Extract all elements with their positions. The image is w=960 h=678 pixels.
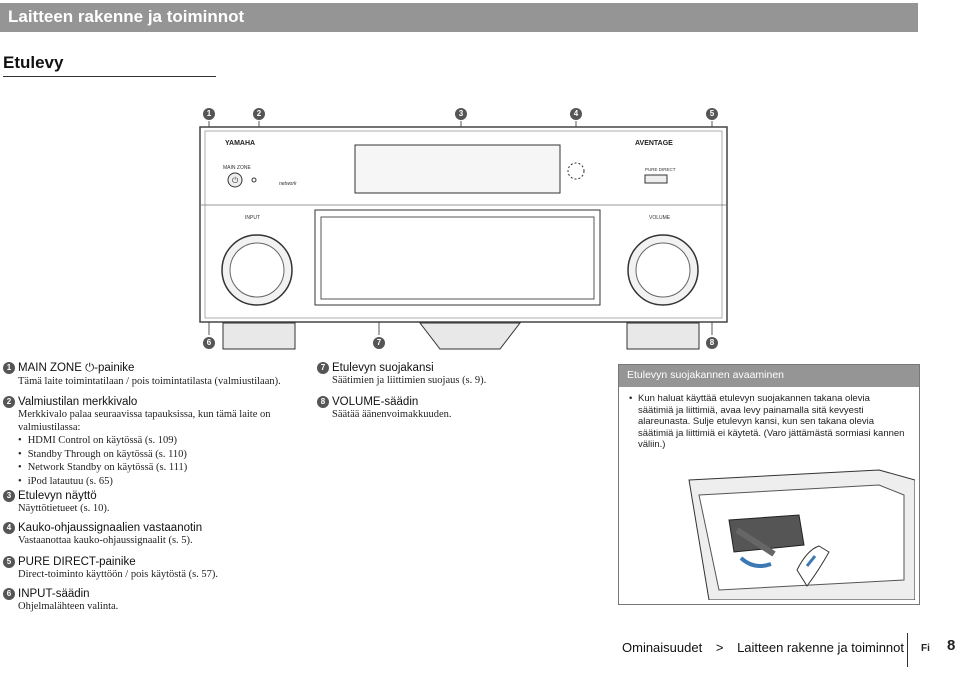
front-panel-diagram: ⏻ YAMAHA AVENTAGE MAIN ZONE network PURE… xyxy=(199,121,728,350)
pure-direct-label: PURE DIRECT xyxy=(645,167,676,172)
callout-2: 2 xyxy=(253,108,265,120)
info-box-title: Etulevyn suojakannen avaaminen xyxy=(627,369,785,381)
breadcrumb-features-link[interactable]: Ominaisuudet xyxy=(622,640,703,655)
item-desc: Tämä laite toimintatilaan / pois toimint… xyxy=(18,376,281,388)
item-title: MAIN ZONE ⏻-painike xyxy=(18,362,135,375)
callout-3: 3 xyxy=(455,108,467,120)
brand-logo: YAMAHA xyxy=(225,140,255,147)
breadcrumb-current[interactable]: Laitteen rakenne ja toiminnot xyxy=(737,640,905,655)
callout-1: 1 xyxy=(203,108,215,120)
section-title: Etulevy xyxy=(3,53,64,72)
callout-4: 4 xyxy=(570,108,582,120)
volume-label: VOLUME xyxy=(649,215,671,221)
page-number: 8 xyxy=(947,637,956,654)
main-zone-label: MAIN ZONE xyxy=(223,165,251,171)
section-divider xyxy=(3,76,216,77)
callout-8: 8 xyxy=(706,337,718,349)
network-label: network xyxy=(279,181,297,187)
standby-bullet-list: HDMI Control on käytössä (s. 109) Standb… xyxy=(18,434,271,488)
footer-breadcrumb: Ominaisuudet > Laitteen rakenne ja toimi… xyxy=(622,640,904,655)
footer-divider xyxy=(907,633,908,667)
callout-6: 6 xyxy=(203,337,215,349)
page-title: Laitteen rakenne ja toiminnot xyxy=(8,7,245,26)
info-box-text: Kun haluat käyttää etulevyn suojakannen … xyxy=(629,393,914,451)
callout-7: 7 xyxy=(373,337,385,349)
door-opening-illustration xyxy=(688,469,915,600)
language-code: Fi xyxy=(921,643,930,654)
svg-text:⏻: ⏻ xyxy=(232,176,239,185)
front-door-info-box: Etulevyn suojakannen avaaminen Kun halua… xyxy=(618,364,920,605)
item-title: Valmiustilan merkkivalo xyxy=(18,396,138,409)
info-box-header: Etulevyn suojakannen avaaminen xyxy=(619,365,919,387)
model-logo: AVENTAGE xyxy=(635,140,673,147)
header-bar: Laitteen rakenne ja toiminnot xyxy=(0,3,918,32)
breadcrumb-separator: > xyxy=(715,640,724,655)
callout-5: 5 xyxy=(706,108,718,120)
input-label: INPUT xyxy=(245,215,260,221)
